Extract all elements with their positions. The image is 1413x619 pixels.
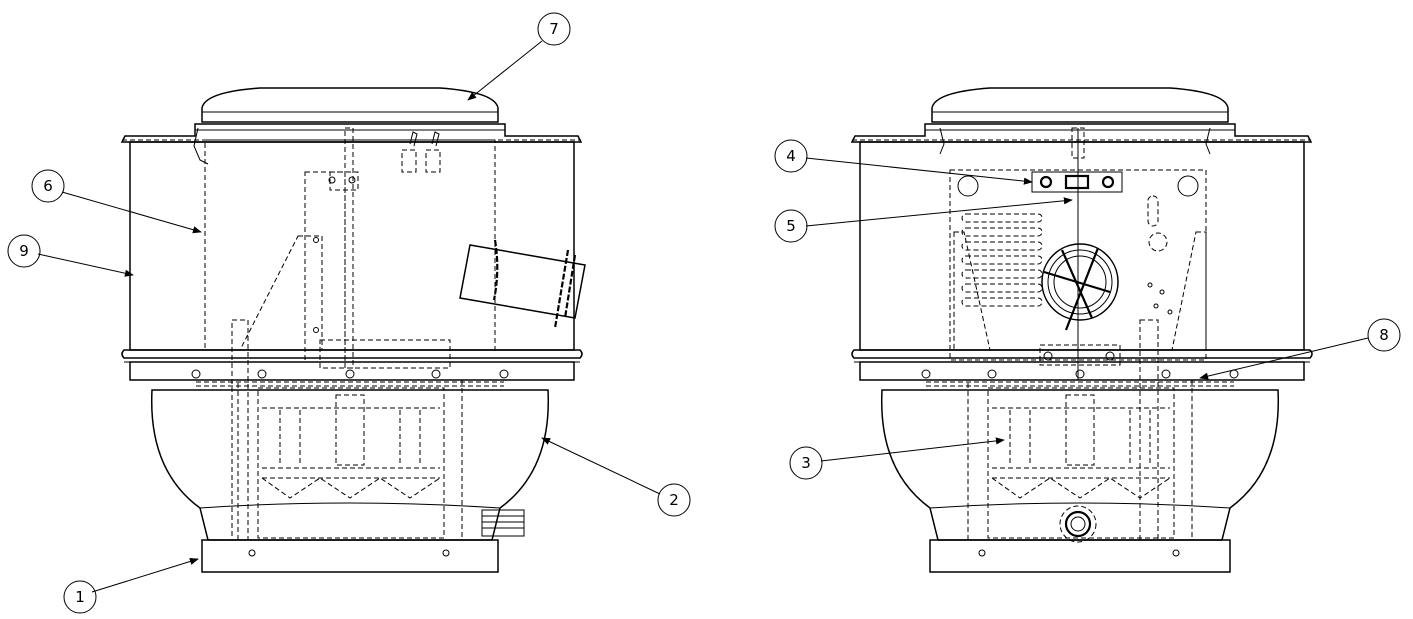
callout-5-label: 5 <box>786 217 796 235</box>
left-dome-cap <box>201 87 499 123</box>
callout-6: 6 <box>31 169 202 234</box>
left-top-rim <box>120 123 583 143</box>
right-top-rim <box>850 123 1313 143</box>
callout-1-label: 1 <box>75 588 85 606</box>
callout-3: 3 <box>789 437 1005 480</box>
callout-9-label: 9 <box>19 242 29 260</box>
left-angled-pipe <box>459 239 586 329</box>
callout-7-label: 7 <box>549 20 559 38</box>
left-cylinder <box>129 141 575 351</box>
right-round-duct <box>1041 243 1119 331</box>
callout-8: 8 <box>1199 318 1401 380</box>
left-fan-frame <box>237 379 463 541</box>
callout-4: 4 <box>774 139 1033 185</box>
left-belly-band <box>121 349 583 387</box>
left-base-plate <box>201 539 499 573</box>
callout-6-label: 6 <box>43 177 53 195</box>
left-view <box>120 87 586 573</box>
right-dome-cap <box>931 87 1229 123</box>
callout-7: 7 <box>467 12 571 101</box>
callout-3-label: 3 <box>801 454 811 472</box>
callout-8-label: 8 <box>1379 326 1389 344</box>
callout-4-label: 4 <box>786 147 796 165</box>
callout-5: 5 <box>774 197 1073 243</box>
callout-2-label: 2 <box>669 491 679 509</box>
callout-9: 9 <box>7 234 134 277</box>
right-cylinder <box>859 141 1305 351</box>
right-base-plate <box>929 539 1231 573</box>
callout-2: 2 <box>541 437 691 517</box>
callout-1: 1 <box>63 557 199 614</box>
right-view <box>850 87 1313 573</box>
right-fan-frame <box>967 379 1193 541</box>
